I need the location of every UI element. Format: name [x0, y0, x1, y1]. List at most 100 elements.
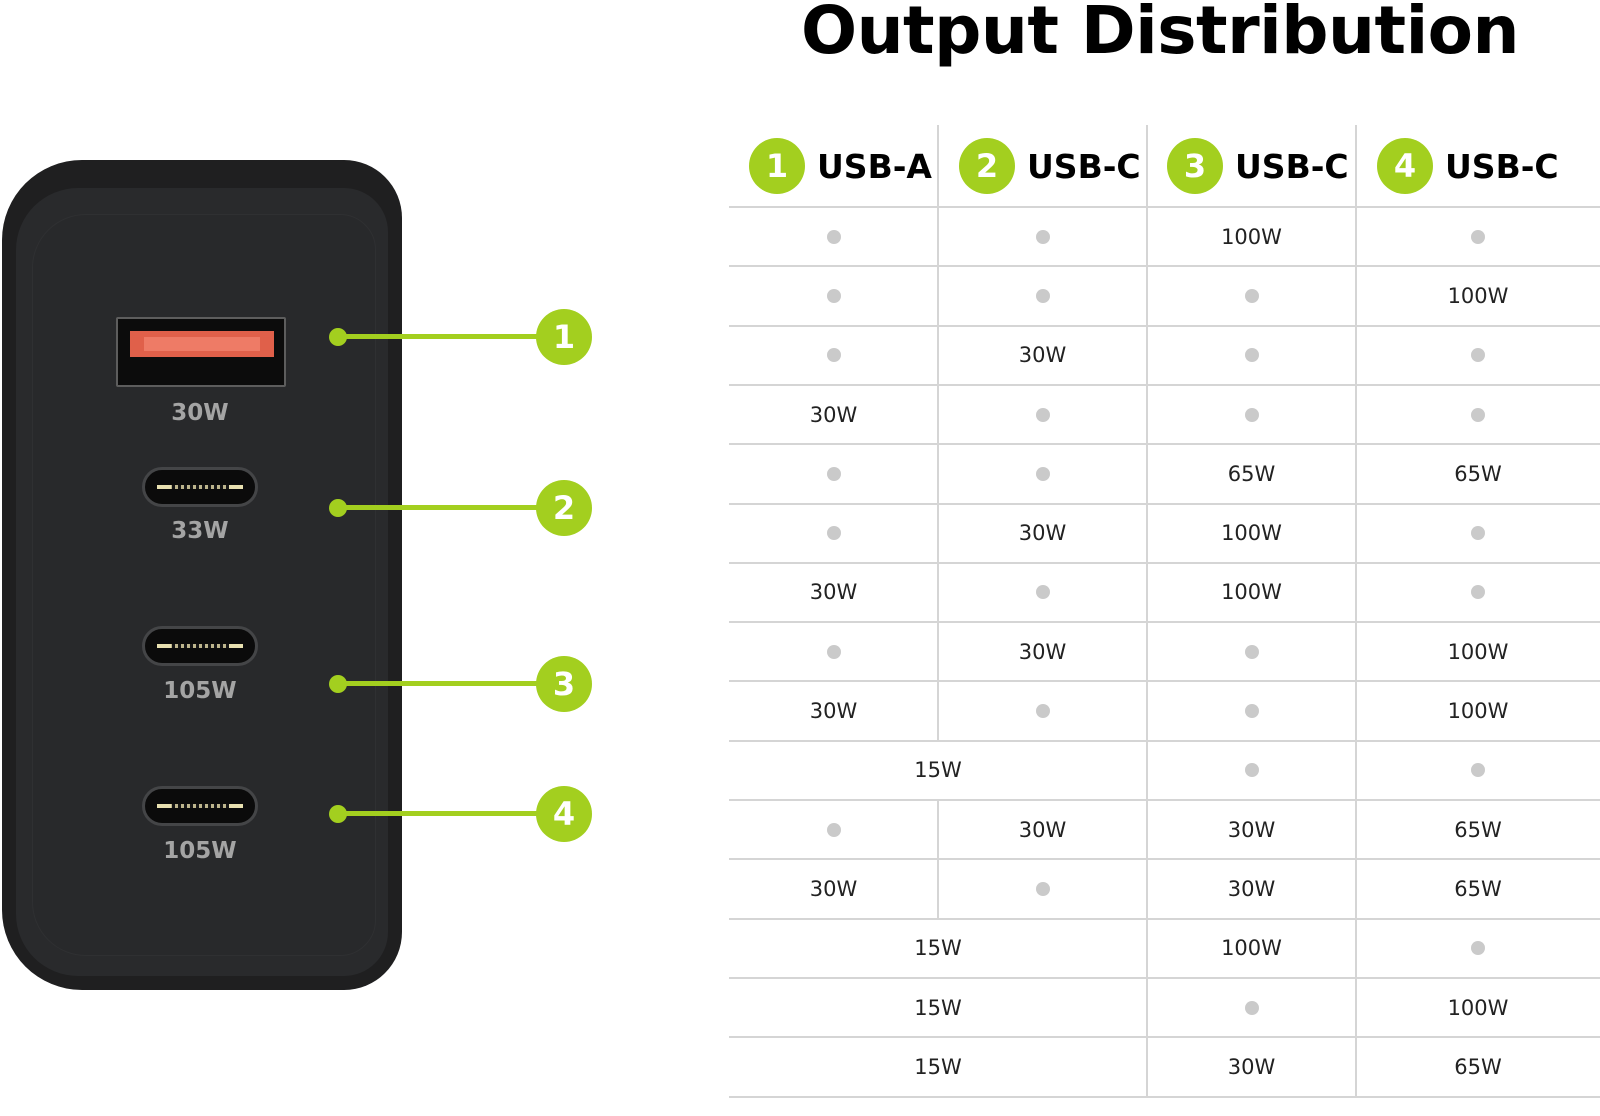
table-cell: 30W: [729, 859, 938, 918]
unused-port-dot: [1244, 288, 1259, 303]
column-divider: [1355, 384, 1357, 445]
table-cell: [938, 266, 1147, 325]
column-divider: [937, 800, 939, 860]
column-divider: [937, 207, 939, 267]
output-value: 30W: [1018, 343, 1067, 368]
table-cell: 65W: [1356, 800, 1600, 859]
table-cell: 100W: [1356, 622, 1600, 681]
table-cell: 30W: [938, 504, 1147, 563]
table-cell: [1147, 385, 1356, 444]
column-header-usb-c-4: 4 USB-C: [1377, 135, 1559, 197]
column-divider: [937, 622, 939, 682]
column-header-label: USB-A: [817, 146, 932, 186]
column-header-usb-c-2: 2 USB-C: [959, 135, 1141, 197]
output-value: 30W: [1018, 521, 1067, 546]
unused-port-dot: [826, 466, 841, 481]
row-divider: [729, 621, 1600, 624]
unused-port-dot: [1471, 585, 1485, 600]
table-cell: 30W: [938, 326, 1147, 385]
table-cell: [729, 800, 938, 859]
output-value: 30W: [1227, 1054, 1276, 1079]
unused-port-dot: [1471, 229, 1485, 244]
table-cell: [1356, 919, 1600, 978]
port-3-wattage: 105W: [163, 678, 237, 704]
table-cell: 100W: [1147, 563, 1356, 622]
port-badge-3: 3: [536, 656, 592, 712]
column-divider: [937, 859, 939, 919]
table-cell: [729, 504, 938, 563]
table-cell: [729, 266, 938, 325]
column-divider: [1146, 503, 1148, 563]
unused-port-dot: [1035, 704, 1050, 719]
table-cell: [729, 444, 938, 503]
column-divider: [937, 444, 939, 504]
column-header-label: USB-C: [1027, 146, 1141, 186]
row-divider: [729, 561, 1600, 564]
row-divider: [729, 680, 1600, 683]
column-divider: [1355, 740, 1357, 800]
table-cell: 100W: [1147, 504, 1356, 563]
table-cell: 30W: [1147, 859, 1356, 918]
table-cell: 30W: [938, 800, 1147, 859]
output-value: 65W: [1454, 1054, 1502, 1079]
output-value: 30W: [809, 402, 858, 427]
unused-port-dot: [1035, 466, 1050, 481]
column-divider: [1355, 622, 1357, 682]
column-divider: [1355, 918, 1357, 978]
table-cell: [938, 563, 1147, 622]
column-divider: [937, 125, 939, 207]
unused-port-dot: [826, 348, 841, 363]
column-divider: [937, 681, 939, 741]
output-value: 100W: [1447, 283, 1509, 308]
unused-port-dot: [1471, 941, 1485, 956]
page-title: Output Distribution: [800, 0, 1520, 69]
column-divider: [1355, 859, 1357, 919]
row-divider: [729, 858, 1600, 861]
column-divider: [1355, 125, 1357, 207]
row-divider: [729, 206, 1600, 208]
output-value: 30W: [809, 699, 858, 724]
unused-port-dot: [1035, 585, 1050, 600]
column-divider: [937, 384, 939, 445]
column-divider: [937, 266, 939, 326]
column-badge-2: 2: [959, 138, 1015, 194]
column-divider: [937, 325, 939, 385]
column-divider: [1355, 977, 1357, 1038]
row-divider: [729, 383, 1600, 386]
table-cell: 30W: [729, 563, 938, 622]
table-cell: [938, 385, 1147, 444]
output-value: 30W: [1018, 817, 1067, 842]
output-value: 15W: [914, 1054, 962, 1079]
table-cell: [938, 207, 1147, 266]
leader-line-2: [338, 505, 558, 510]
output-value: 30W: [1018, 639, 1067, 664]
output-value: 30W: [809, 580, 858, 605]
unused-port-dot: [1244, 644, 1259, 659]
unused-port-dot: [826, 229, 841, 244]
usb-c-port-4: [142, 786, 258, 826]
column-header-usb-c-3: 3 USB-C: [1167, 135, 1349, 197]
row-divider: [729, 324, 1600, 327]
column-divider: [1146, 740, 1148, 800]
table-cell: [1147, 266, 1356, 325]
row-divider: [729, 502, 1600, 505]
column-divider: [937, 503, 939, 563]
column-divider: [1146, 977, 1148, 1038]
unused-port-dot: [1471, 526, 1485, 541]
column-divider: [1146, 562, 1148, 623]
output-value: 100W: [1221, 521, 1282, 546]
table-cell: [1356, 326, 1600, 385]
table-cell: 100W: [1356, 681, 1600, 740]
column-badge-1: 1: [749, 138, 805, 194]
column-divider: [1146, 266, 1148, 326]
output-value: 65W: [1227, 461, 1276, 486]
charger-image: [2, 160, 402, 990]
table-cell: 30W: [729, 385, 938, 444]
table-cell: [1147, 326, 1356, 385]
table-cell: [1147, 622, 1356, 681]
table-cell: 100W: [1356, 978, 1600, 1037]
column-badge-3: 3: [1167, 138, 1223, 194]
port-1-wattage: 30W: [171, 400, 229, 426]
table-cell: 15W: [729, 978, 1147, 1037]
unused-port-dot: [1035, 288, 1050, 303]
